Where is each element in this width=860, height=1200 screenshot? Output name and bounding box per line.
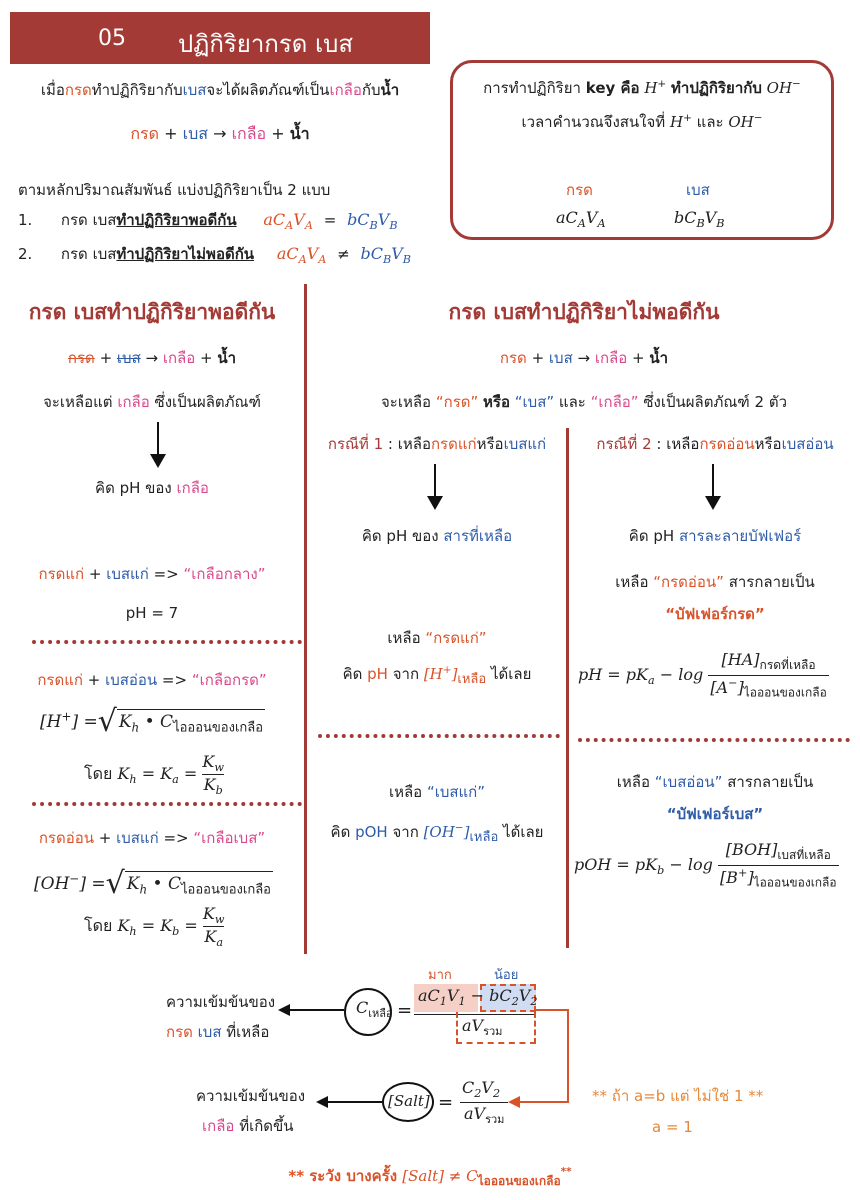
left-case-3: กรดอ่อน + เบสแก่ => “เกลือเบส” — [38, 829, 266, 847]
salt-symbol: [Salt] — [388, 1092, 430, 1110]
less-highlight — [480, 984, 536, 1012]
right-remain: จะเหลือ “กรด” หรือ “เบส” และ “เกลือ” ซึ่… — [381, 393, 787, 411]
case-2-arrow — [705, 464, 721, 510]
salt-circle — [382, 1082, 434, 1122]
weak-base-formula: pOH = pKb − log [BOH]เบสที่เหลือ [B+]ไออ… — [574, 840, 839, 890]
left-heading: กรด เบสทำปฏิกิริยาพอดีกัน — [28, 300, 276, 324]
case-2-separator — [578, 738, 850, 742]
intro-equation: กรด + เบส → เกลือ + น้ำ — [130, 124, 310, 143]
connector-arrows — [278, 1004, 569, 1108]
key-base-label: เบส — [686, 181, 710, 199]
c-remain-circle — [344, 988, 392, 1036]
left-case-1: กรดแก่ + เบสแก่ => “เกลือกลาง” — [38, 565, 266, 583]
left-calc: คิด pH ของ เกลือ — [95, 479, 209, 497]
case-1-arrow — [427, 464, 443, 510]
intro-sentence: เมื่อกรดทำปฏิกิริยากับเบสจะได้ผลิตภัณฑ์เ… — [40, 81, 400, 99]
salt-numerator: C2V2 — [462, 1078, 501, 1101]
left-case-2: กรดแก่ + เบสอ่อน => “เกลือกรด” — [37, 671, 267, 689]
right-equation: กรด + เบส → เกลือ + น้ำ — [499, 349, 669, 367]
right-heading: กรด เบสทำปฏิกิริยาไม่พอดีกัน — [448, 300, 720, 324]
left-arrow — [150, 422, 166, 468]
case-2-calc: คิด pH สารละลายบัฟเฟอร์ — [628, 527, 802, 545]
left-case-2-formula: [H+] =√Kh • Cไอออนของเกลือ — [40, 704, 266, 739]
weak-base-left: เหลือ “เบสอ่อน” สารกลายเป็น — [616, 773, 814, 791]
weak-acid-left: เหลือ “กรดอ่อน” สารกลายเป็น — [615, 573, 815, 591]
strong-base-left: เหลือ “เบสแก่” — [388, 783, 486, 801]
case-1-calc: คิด pH ของ สารที่เหลือ — [361, 527, 513, 545]
salt-denominator: aVรวม — [464, 1104, 505, 1127]
key-line-2: เวลาคำนวณจึงสนใจที่ H+ และ OH− — [521, 112, 763, 131]
less-label: น้อย — [494, 968, 519, 983]
left-ph7: pH = 7 — [125, 604, 179, 622]
more-highlight — [414, 984, 478, 1012]
salt-equals: = — [438, 1092, 454, 1113]
c-remain-symbol: Cเหลือ — [356, 998, 393, 1021]
weak-base-buffer: “บัฟเฟอร์เบส” — [666, 805, 764, 823]
case-1-separator — [318, 734, 560, 738]
header-bar — [10, 12, 430, 64]
type-item-1: 1. กรด เบสทำปฏิกิริยาพอดีกัน aCAVA = bCB… — [18, 210, 398, 233]
salt-produced: เกลือ ที่เกิดขึ้น — [202, 1117, 294, 1135]
more-label: มาก — [428, 968, 452, 983]
weak-acid-formula: pH = pKa − log [HA]กรดที่เหลือ [A−]ไอออน… — [578, 650, 829, 700]
c-remain-numerator: aC1V1 − bC2V2 — [418, 986, 538, 1009]
strong-acid-calc: คิด pH จาก [H+]เหลือ ได้เลย — [342, 664, 532, 687]
strong-base-calc: คิด pOH จาก [OH−]เหลือ ได้เลย — [330, 822, 544, 845]
type-item-2: 2. กรด เบสทำปฏิกิริยาไม่พอดีกัน aCAVA ≠ … — [18, 244, 412, 267]
case-1-heading: กรณีที่ 1 : เหลือกรดแก่หรือเบสแก่ — [327, 435, 547, 453]
main-divider — [304, 284, 307, 954]
conc-label: ความเข้มข้นของ — [166, 993, 276, 1011]
left-separator-1 — [32, 640, 302, 644]
salt-fraction-bar — [460, 1102, 508, 1103]
note-ab: ** ถ้า a=b แต่ ไม่ใช่ 1 ** — [592, 1087, 764, 1105]
left-equation: กรด + เบส → เกลือ + น้ำ — [67, 349, 237, 367]
key-box — [450, 60, 834, 240]
key-acid-formula: aCAVA — [556, 208, 606, 231]
key-line-1: การทำปฏิกิริยา key คือ H+ ทำปฏิกิริยากับ… — [483, 78, 801, 97]
volume-dashed-box — [456, 1012, 536, 1044]
key-acid-label: กรด — [566, 181, 593, 199]
section-number: 05 — [98, 26, 126, 51]
salt-label: ความเข้มข้นของ — [196, 1087, 306, 1105]
left-separator-2 — [32, 802, 302, 806]
strong-acid-left: เหลือ “กรดแก่” — [387, 629, 487, 647]
key-base-formula: bCBVB — [674, 208, 725, 231]
conc-substances: กรด เบส ที่เหลือ — [166, 1023, 270, 1041]
weak-acid-buffer: “บัฟเฟอร์กรด” — [665, 605, 765, 623]
warning-note: ** ระวัง บางครั้ง [Salt] ≠ Cไอออนของเกลื… — [288, 1166, 572, 1188]
left-remain: จะเหลือแต่ เกลือ ซึ่งเป็นผลิตภัณฑ์ — [43, 393, 261, 411]
c-remain-denominator: aVรวม — [462, 1016, 503, 1039]
types-heading: ตามหลักปริมาณสัมพันธ์ แบ่งปฏิกิริยาเป็น … — [18, 181, 331, 199]
c-remain-equals: = — [397, 1000, 413, 1021]
c-remain-fraction-bar — [414, 1014, 536, 1015]
right-divider — [566, 428, 569, 948]
case-2-heading: กรณีที่ 2 : เหลือกรดอ่อนหรือเบสอ่อน — [596, 435, 834, 453]
note-a1: a = 1 — [652, 1118, 693, 1136]
page-title: ปฏิกิริยากรด เบส — [178, 30, 354, 58]
left-case-3-formula: [OH−] =√Kh • Cไอออนของเกลือ — [34, 866, 273, 901]
